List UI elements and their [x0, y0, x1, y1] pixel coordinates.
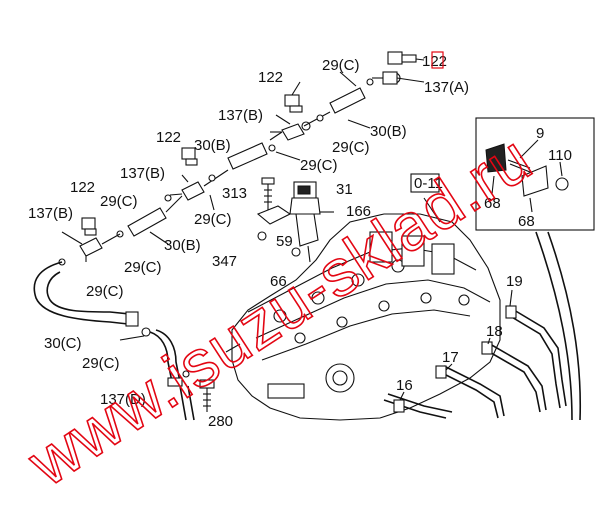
label-30b-row3: 30(B): [194, 137, 231, 154]
connector-row2: [270, 81, 331, 141]
label-280: 280: [208, 413, 233, 430]
label-9: 9: [536, 125, 544, 142]
label-137b-row4: 137(B): [28, 205, 73, 222]
label-30b-row2: 30(B): [370, 123, 407, 140]
label-29c-row4b: 29(C): [194, 211, 232, 228]
label-110: 110: [548, 147, 572, 164]
injector: [256, 181, 334, 263]
label-31: 31: [336, 181, 353, 198]
connector-top: [366, 51, 425, 86]
label-29c-left-b: 29(C): [82, 355, 120, 372]
label-59: 59: [276, 233, 293, 250]
label-66: 66: [270, 273, 287, 290]
cylinder-head: [225, 197, 501, 421]
ref-box-frame: [410, 173, 440, 193]
connector-row4: [58, 217, 121, 266]
label-347: 347: [212, 253, 237, 270]
label-29c-top: 29(C): [322, 57, 360, 74]
label-137b-row3: 137(B): [120, 165, 165, 182]
inset-leader-b: [547, 231, 582, 421]
inset-leader: [535, 231, 573, 421]
label-122-row4: 122: [70, 179, 95, 196]
highlight-box: [431, 51, 444, 69]
label-30c: 30(C): [44, 335, 82, 352]
hose-30b-row2: [227, 131, 301, 170]
hose-30b-top: [329, 71, 371, 129]
label-29c-row2: 29(C): [332, 139, 370, 156]
label-68-b: 68: [518, 213, 535, 230]
label-137d: 137(D): [100, 391, 146, 408]
hose-30c: [33, 261, 195, 421]
hose-30b-row4: [116, 195, 183, 245]
label-137b-row2: 137(B): [218, 107, 263, 124]
label-29c-row4a: 29(C): [100, 193, 138, 210]
label-122-row3: 122: [156, 129, 181, 146]
label-18: 18: [486, 323, 503, 340]
label-166: 166: [346, 203, 371, 220]
bolt-280: [199, 379, 215, 412]
label-30b-row4: 30(B): [164, 237, 201, 254]
label-313: 313: [222, 185, 247, 202]
label-122-top: 122: [422, 53, 447, 70]
connector-row3: [164, 147, 229, 211]
label-17: 17: [442, 349, 459, 366]
label-29c-row4c: 29(C): [124, 259, 162, 276]
label-122-row2: 122: [258, 69, 283, 86]
bolt-313: [261, 177, 275, 210]
inset-clamp-box: [475, 117, 595, 231]
label-29c-row3: 29(C): [300, 157, 338, 174]
label-137a: 137(A): [424, 79, 469, 96]
fuel-pipes: [383, 289, 567, 419]
label-68-a: 68: [484, 195, 501, 212]
label-19: 19: [506, 273, 523, 290]
label-16: 16: [396, 377, 413, 394]
label-ref-box: 0-11: [414, 175, 443, 192]
label-29c-left: 29(C): [86, 283, 124, 300]
